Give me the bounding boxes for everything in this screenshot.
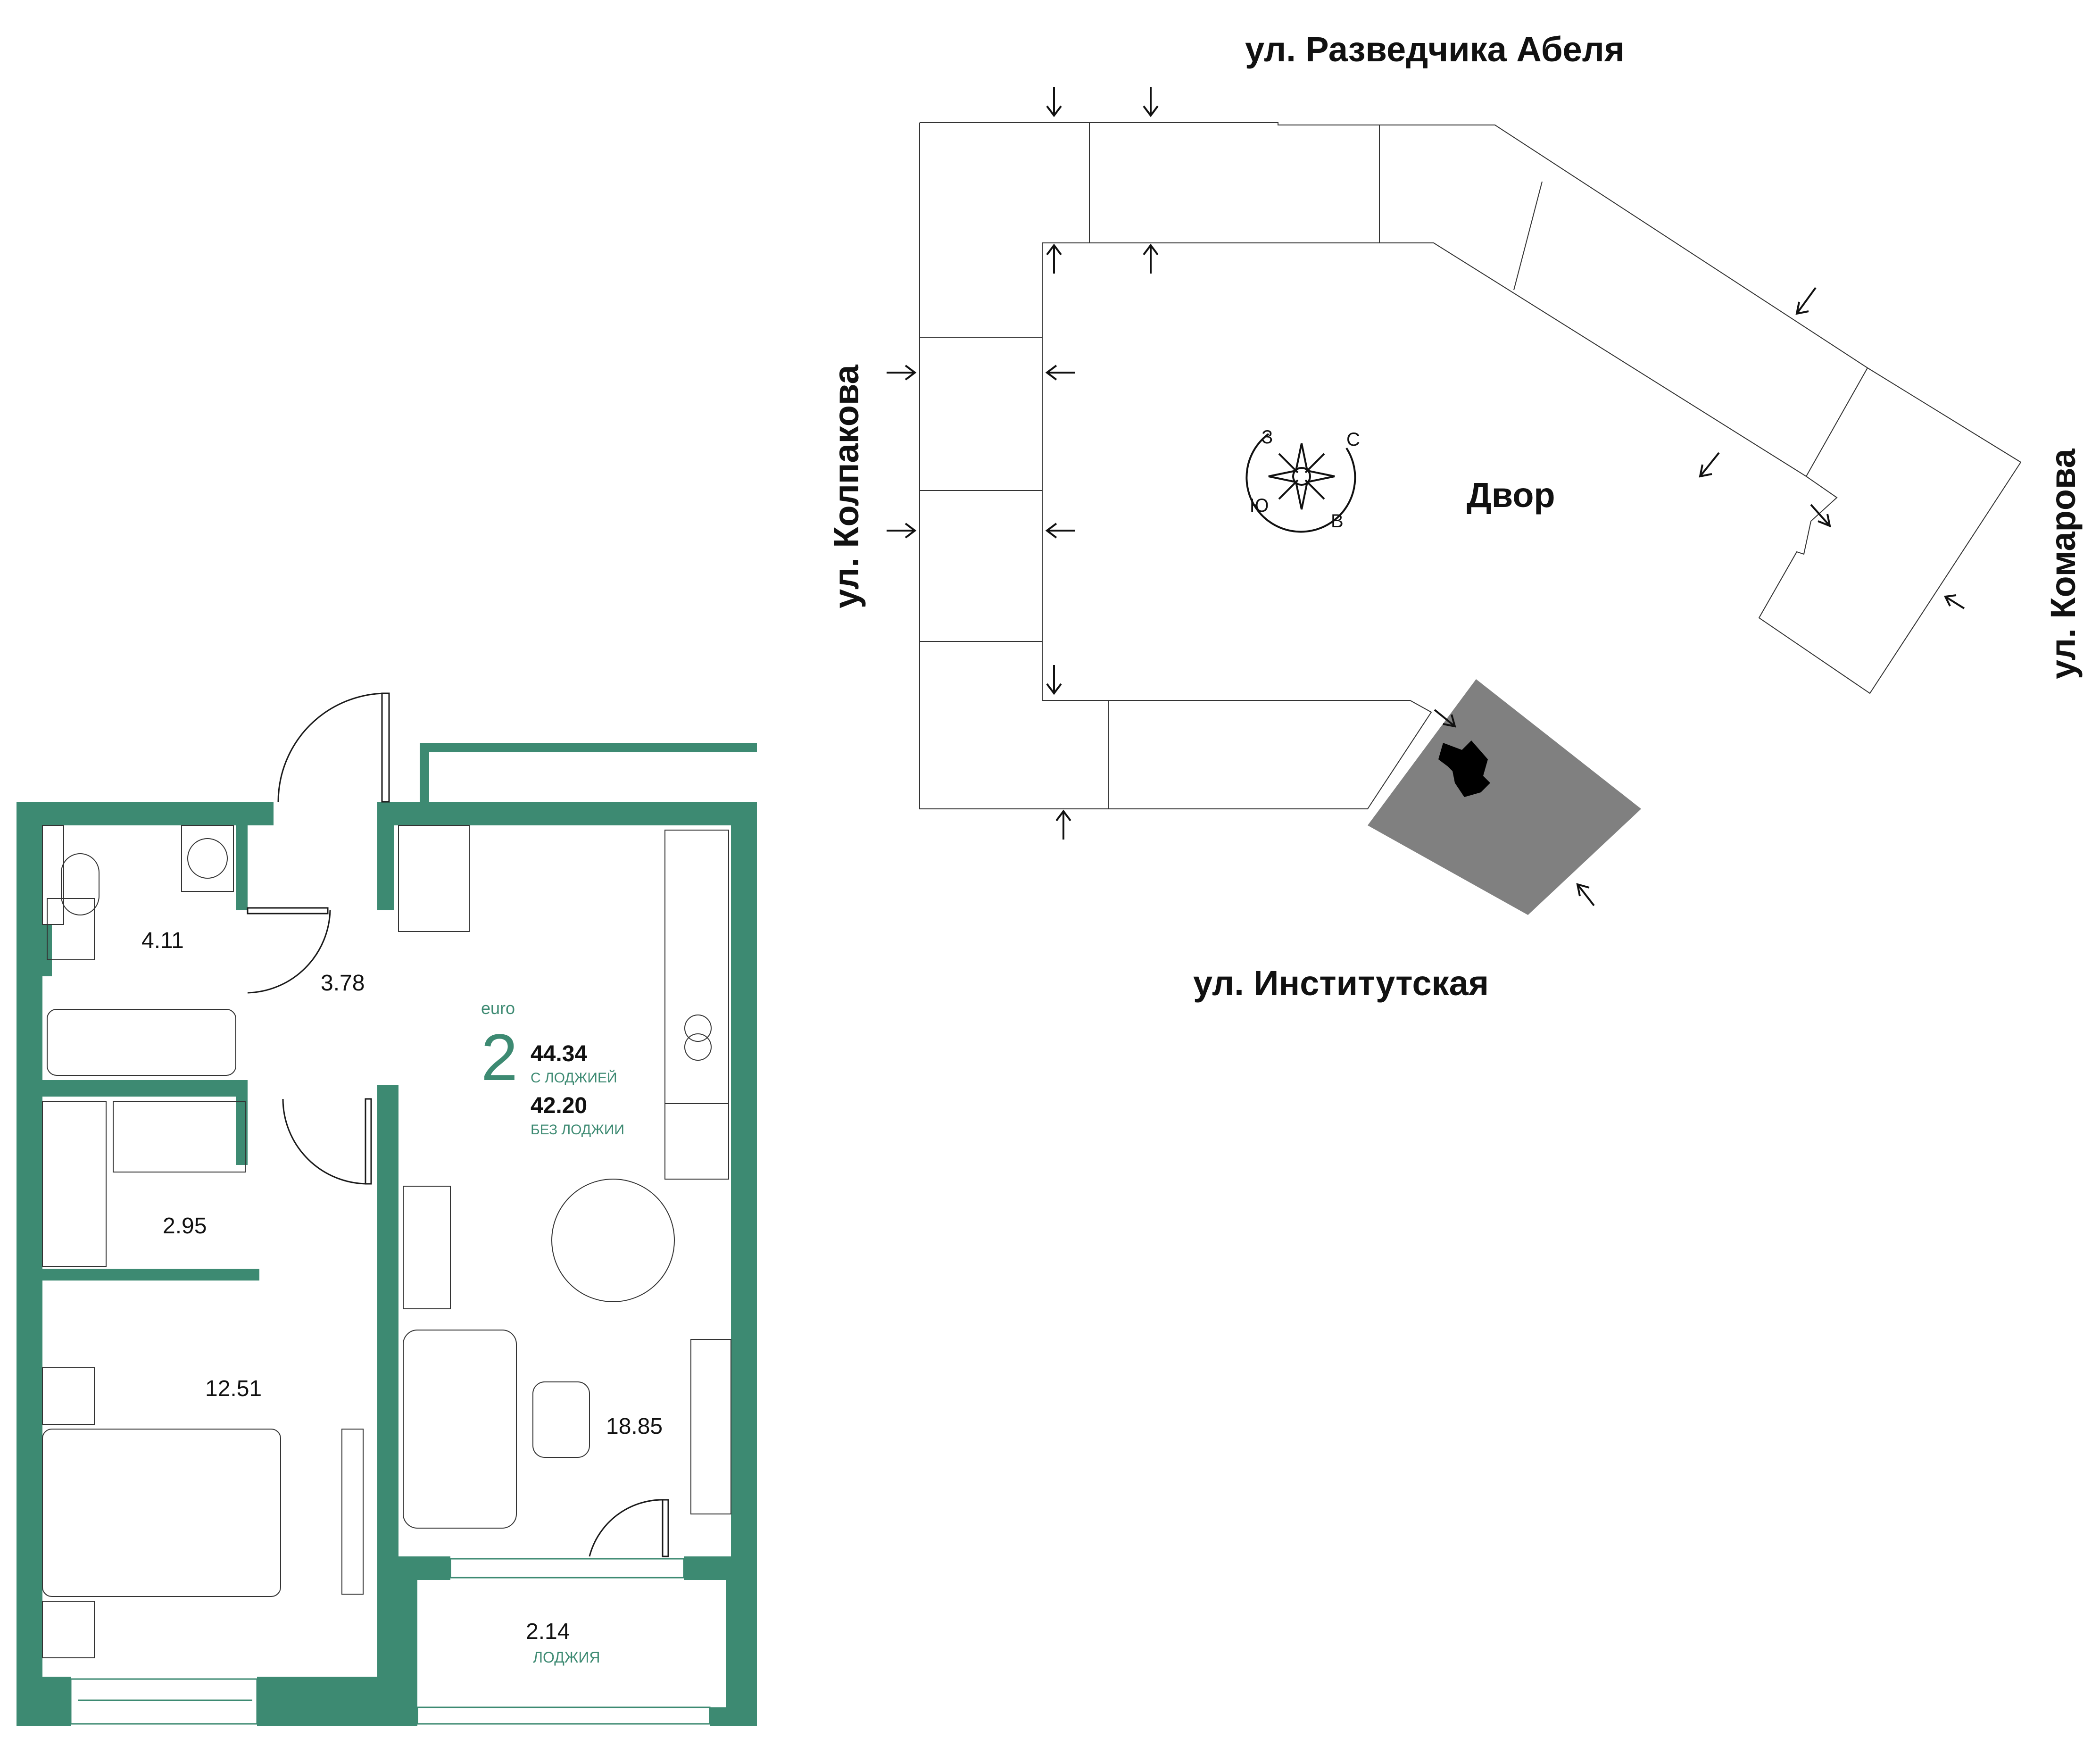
compass-north: С — [1346, 429, 1360, 450]
area-with-loggia: 44.34 — [531, 1041, 587, 1066]
area-without-loggia-caption: БЕЗ ЛОДЖИИ — [531, 1122, 624, 1138]
hallway-area: 3.78 — [321, 971, 365, 996]
storage-area: 2.95 — [163, 1214, 207, 1239]
street-right: ул. Комарова — [2043, 448, 2083, 679]
current-unit-marker — [1438, 740, 1490, 797]
windows — [70, 1558, 711, 1725]
area-with-loggia-caption: С ЛОДЖИЕЙ — [531, 1070, 617, 1086]
rooms-count: 2 — [481, 1020, 518, 1094]
living-kitchen-area: 18.85 — [606, 1414, 663, 1439]
building-outline — [919, 122, 2022, 809]
street-left: ул. Колпакова — [827, 365, 866, 608]
entrance-arrows — [887, 87, 1965, 906]
compass-east: В — [1331, 511, 1344, 532]
highlighted-section — [1368, 679, 1641, 915]
compass-west: З — [1262, 427, 1273, 448]
bedroom-area: 12.51 — [205, 1376, 262, 1401]
doors — [247, 692, 669, 1557]
site-plan: С В Ю З ул. Разведчика Абеля ул. Колпако… — [827, 30, 2083, 1003]
floor-plan: 4.11 3.78 2.95 12.51 18.85 2.14 ЛОДЖИЯ e… — [17, 692, 757, 1726]
street-top: ул. Разведчика Абеля — [1245, 30, 1625, 69]
compass-icon: С В Ю З — [1245, 427, 1360, 533]
unit-type-label: euro — [481, 998, 515, 1018]
walls — [17, 743, 757, 1726]
fixtures — [42, 825, 731, 1658]
bathroom-area: 4.11 — [141, 928, 184, 953]
courtyard-label: Двор — [1467, 475, 1555, 515]
area-without-loggia: 42.20 — [531, 1093, 587, 1118]
street-bottom: ул. Институтская — [1193, 964, 1489, 1003]
loggia-caption: ЛОДЖИЯ — [533, 1649, 600, 1666]
loggia-area: 2.14 — [526, 1619, 570, 1644]
compass-south: Ю — [1250, 495, 1269, 516]
